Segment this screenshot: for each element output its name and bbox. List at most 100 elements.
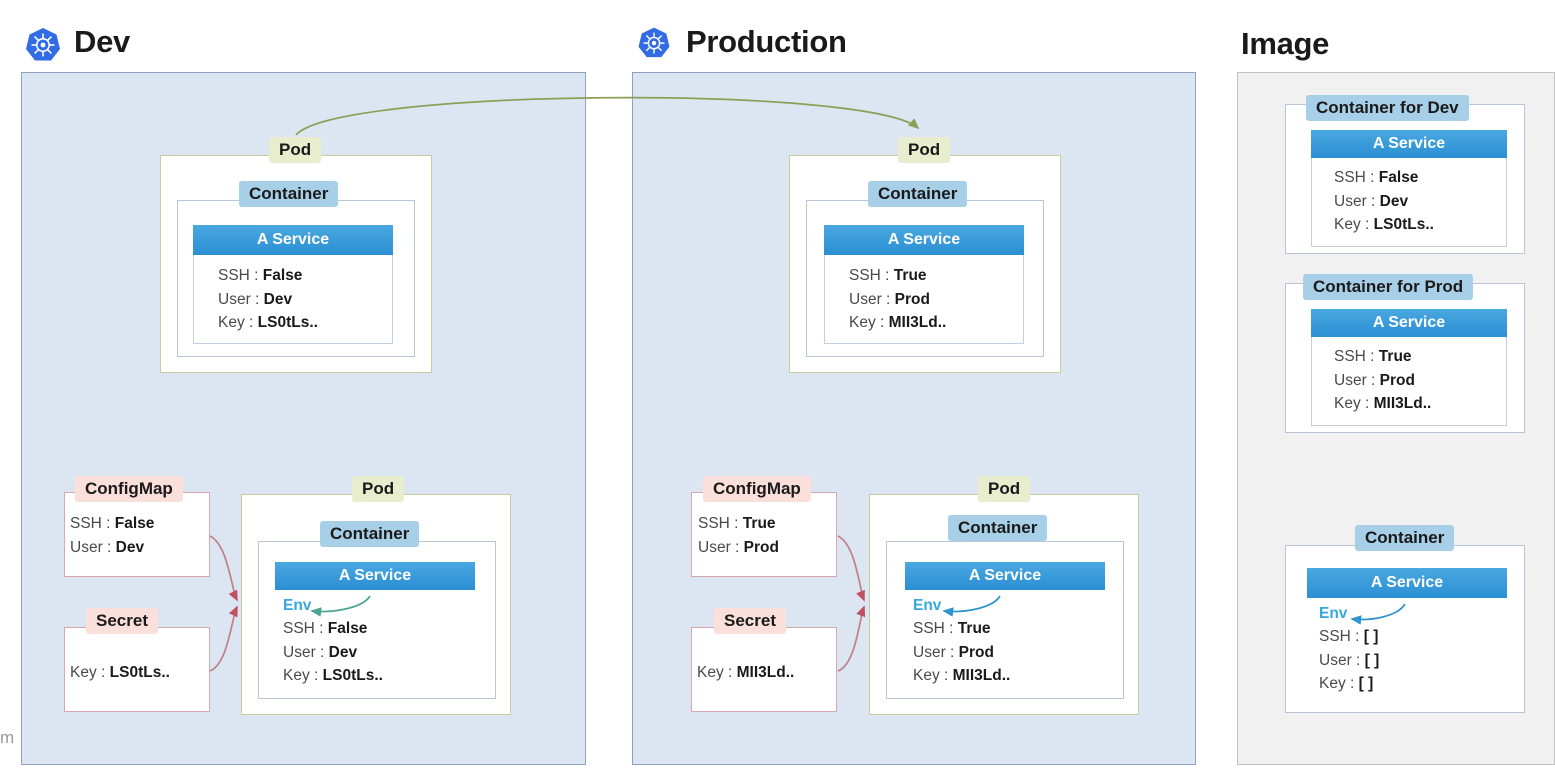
service-body: SSH : True User : Prod Key : MII3Ld.. bbox=[824, 255, 1024, 344]
service-body: SSH : False User : Dev Key : LS0tLs.. bbox=[1311, 158, 1507, 247]
dev-configmap-rows: SSH : False User : Dev bbox=[70, 512, 154, 559]
kv-key: User : bbox=[70, 538, 112, 556]
kv-row: Key : MII3Ld.. bbox=[913, 664, 1105, 688]
kv-row: User : [ ] bbox=[1319, 649, 1507, 673]
kv-row: User : Dev bbox=[70, 536, 154, 560]
prod-bottom-service-card: A Service Env SSH : True User : Prod Key… bbox=[905, 562, 1105, 697]
service-body: Env SSH : [ ] User : [ ] Key : [ ] bbox=[1307, 598, 1507, 703]
kv-row: Key : LS0tLs.. bbox=[283, 664, 475, 688]
image-generic-service-card: A Service Env SSH : [ ] User : [ ] Key :… bbox=[1307, 568, 1507, 703]
dev-configmap-box bbox=[64, 492, 210, 577]
prod-top-service-card: A Service SSH : True User : Prod Key : M… bbox=[824, 225, 1024, 344]
kv-key: SSH : bbox=[1319, 628, 1360, 646]
kv-value: False bbox=[1378, 169, 1419, 186]
kv-value: Prod bbox=[894, 290, 930, 308]
service-header: A Service bbox=[193, 225, 393, 255]
kv-key: SSH : bbox=[283, 620, 324, 638]
kv-row: SSH : True bbox=[849, 264, 1023, 288]
container-prod-chip: Container for Prod bbox=[1303, 274, 1474, 300]
container-chip: Container bbox=[948, 515, 1048, 541]
kubernetes-icon bbox=[634, 24, 674, 64]
kv-row: User : Prod bbox=[698, 536, 779, 560]
kv-value: False bbox=[327, 620, 368, 638]
kv-key: User : bbox=[849, 290, 891, 308]
kv-row: SSH : False bbox=[283, 617, 475, 641]
container-chip: Container bbox=[239, 181, 339, 207]
kv-value: LS0tLs.. bbox=[1373, 216, 1434, 234]
image-dev-service-card: A Service SSH : False User : Dev Key : L… bbox=[1311, 130, 1507, 247]
kv-key: User : bbox=[1319, 651, 1361, 669]
service-header: A Service bbox=[1307, 568, 1507, 598]
configmap-chip: ConfigMap bbox=[703, 476, 811, 502]
kv-value: [ ] bbox=[1364, 651, 1380, 669]
kv-row: User : Dev bbox=[218, 288, 392, 312]
env-label: Env bbox=[913, 597, 942, 614]
kv-row: SSH : True bbox=[1334, 345, 1506, 369]
service-body: Env SSH : False User : Dev Key : LS0tLs.… bbox=[275, 590, 475, 697]
kv-key: Key : bbox=[1334, 395, 1370, 413]
kv-key: Key : bbox=[697, 664, 733, 681]
kv-key: User : bbox=[1334, 192, 1376, 210]
kv-key: User : bbox=[1334, 371, 1376, 389]
kv-row: User : Prod bbox=[849, 288, 1023, 312]
secret-chip: Secret bbox=[714, 608, 786, 634]
kv-row: Key : MII3Ld.. bbox=[1334, 392, 1506, 416]
kv-row: SSH : True bbox=[913, 617, 1105, 641]
kv-value: False bbox=[262, 267, 303, 284]
kv-value: [ ] bbox=[1358, 675, 1374, 693]
kv-row: Key : LS0tLs.. bbox=[70, 661, 170, 685]
kv-key: SSH : bbox=[70, 515, 111, 532]
kv-value: False bbox=[114, 515, 155, 532]
service-header: A Service bbox=[1311, 130, 1507, 158]
kv-value: Prod bbox=[1379, 371, 1415, 389]
kv-value: True bbox=[1378, 348, 1412, 365]
service-body: SSH : False User : Dev Key : LS0tLs.. bbox=[193, 255, 393, 344]
configmap-chip: ConfigMap bbox=[75, 476, 183, 502]
kv-value: Dev bbox=[1379, 192, 1409, 210]
kv-value: True bbox=[893, 267, 927, 284]
kv-value: MII3Ld.. bbox=[1373, 395, 1432, 413]
secret-chip: Secret bbox=[86, 608, 158, 634]
kubernetes-icon bbox=[21, 24, 65, 68]
container-chip: Container bbox=[320, 521, 420, 547]
kv-key: SSH : bbox=[1334, 348, 1375, 365]
pod-chip: Pod bbox=[269, 137, 322, 163]
kv-key: Key : bbox=[1319, 675, 1355, 693]
kv-value: True bbox=[742, 515, 776, 532]
dev-top-service-card: A Service SSH : False User : Dev Key : L… bbox=[193, 225, 393, 344]
kv-row: User : Dev bbox=[1334, 190, 1506, 214]
kv-key: SSH : bbox=[698, 515, 739, 532]
kv-value: MII3Ld.. bbox=[736, 664, 795, 681]
production-panel-title: Production bbox=[686, 24, 847, 59]
kv-key: Key : bbox=[849, 314, 885, 332]
kv-row: Key : LS0tLs.. bbox=[218, 311, 392, 335]
image-prod-service-card: A Service SSH : True User : Prod Key : M… bbox=[1311, 309, 1507, 426]
prod-configmap-rows: SSH : True User : Prod bbox=[698, 512, 779, 559]
kv-key: Key : bbox=[913, 667, 949, 685]
kv-value: LS0tLs.. bbox=[257, 314, 318, 332]
dev-secret-box bbox=[64, 627, 210, 712]
service-body: SSH : True User : Prod Key : MII3Ld.. bbox=[1311, 337, 1507, 426]
kv-row: Key : MII3Ld.. bbox=[697, 661, 794, 685]
prod-secret-rows: Key : MII3Ld.. bbox=[697, 661, 794, 685]
kv-row: SSH : False bbox=[70, 512, 154, 536]
kv-value: MII3Ld.. bbox=[888, 314, 947, 332]
kv-key: Key : bbox=[218, 314, 254, 332]
kv-key: Key : bbox=[70, 664, 106, 681]
pod-chip: Pod bbox=[898, 137, 951, 163]
service-header: A Service bbox=[905, 562, 1105, 590]
kv-key: User : bbox=[698, 538, 740, 556]
kv-key: SSH : bbox=[913, 620, 954, 638]
kv-key: SSH : bbox=[1334, 169, 1375, 186]
container-chip: Container bbox=[1355, 525, 1455, 551]
env-label: Env bbox=[1319, 605, 1348, 622]
service-header: A Service bbox=[275, 562, 475, 590]
prod-configmap-box bbox=[691, 492, 837, 577]
service-header: A Service bbox=[1311, 309, 1507, 337]
dev-secret-rows: Key : LS0tLs.. bbox=[70, 661, 170, 685]
kv-row: User : Prod bbox=[1334, 369, 1506, 393]
kv-value: [ ] bbox=[1363, 628, 1379, 646]
kv-key: User : bbox=[218, 290, 260, 308]
kv-key: User : bbox=[913, 643, 955, 661]
env-label: Env bbox=[283, 597, 312, 614]
